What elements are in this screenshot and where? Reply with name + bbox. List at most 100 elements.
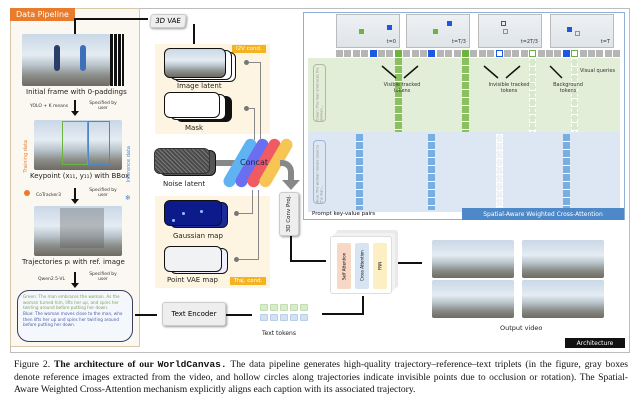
dit-block: Self Attention Cross Attention FNN <box>330 236 392 294</box>
initial-frame-image <box>22 34 110 86</box>
bbox-blue <box>88 121 110 165</box>
visual-token <box>537 50 545 57</box>
image-latent <box>164 48 226 78</box>
concat-output-arrowhead <box>282 180 300 190</box>
output-frame-1 <box>432 240 514 278</box>
connector-to-vae-h <box>74 18 148 20</box>
cloud-to-encoder-arrow <box>135 314 157 316</box>
text-token-blue <box>260 314 268 321</box>
noise-latent-label: Noise latent <box>163 180 206 188</box>
text-token-green <box>300 304 308 311</box>
person-man <box>54 45 60 71</box>
mask-label: Mask <box>185 124 204 132</box>
visual-token <box>394 50 402 57</box>
invisible-green-column <box>571 58 579 132</box>
blue-caption: Blue: The woman moves close to the man, … <box>23 311 123 328</box>
visual-token <box>596 50 604 57</box>
inference-gear-icon: ❄ <box>125 194 131 202</box>
invisible-green-column <box>529 58 537 132</box>
encoder-to-tokens-arrow <box>226 314 252 316</box>
wire-pointvae-v <box>258 190 259 260</box>
side-caption-blue: Blue: The woman moves close to the man..… <box>313 140 326 204</box>
frame-blue-square <box>567 27 572 32</box>
blue-token-column <box>428 134 436 210</box>
text-token-blue <box>270 314 278 321</box>
invisible-tokens-label: Invisible tracked tokens <box>488 82 530 94</box>
visual-token <box>462 50 469 57</box>
image-latent-port <box>244 60 249 65</box>
visual-token <box>487 50 495 57</box>
visual-token <box>453 50 461 57</box>
ffn-block: FNN <box>373 243 387 289</box>
wire-mask-v <box>254 108 255 140</box>
blue-token-column <box>562 134 570 210</box>
prompt-pairs-label: Prompt key-value pairs <box>312 211 376 217</box>
visual-token <box>352 50 360 57</box>
caption-cloud: Green: The man embraces the woman. As th… <box>17 290 133 342</box>
frame-time-label: t=T <box>600 39 610 45</box>
transition-left-3: Qwen2.5-VL <box>38 277 65 282</box>
i2v-cond-tag: I2V cond. <box>232 45 266 53</box>
text-token-blue <box>300 314 308 321</box>
wire-pointvae-h <box>238 259 258 260</box>
transition-right-3: Specified by user <box>89 272 117 283</box>
green-token-column <box>462 58 469 132</box>
image-latent-label: Image latent <box>177 82 222 90</box>
frame-hollow-green-square <box>575 31 580 36</box>
pointer-arrows <box>381 65 563 79</box>
concat-output-arrow <box>280 160 294 180</box>
gaussian-map <box>164 200 222 226</box>
pointer-invisible-1 <box>483 65 499 79</box>
output-video-label: Output video <box>500 324 543 332</box>
conv-proj-box: 3D Conv Proj. <box>279 192 299 236</box>
architecture-tag: Architecture <box>565 338 625 348</box>
side-caption-green-text: Green: The man embraces the woman... <box>315 67 324 121</box>
gaussian-port <box>234 211 239 216</box>
gaussian-point-3 <box>172 219 175 222</box>
arrow-down-2 <box>71 188 79 204</box>
conv-proj-label: 3D Conv Proj. <box>286 195 292 233</box>
dit-to-output-arrow <box>398 262 422 264</box>
pointer-invisible-2 <box>505 65 521 79</box>
visual-token <box>554 50 562 57</box>
transition-right-1: Specified by user <box>89 101 117 112</box>
visual-token <box>428 50 436 57</box>
keypoint-frame-image <box>34 120 122 170</box>
zero-padding <box>110 34 124 86</box>
cross-attention-title: Spatial-Aware Weighted Cross-Attention <box>462 208 624 220</box>
arrow-down-3 <box>71 272 79 288</box>
pointer-visible-2 <box>403 65 419 79</box>
pointer-background <box>549 65 563 79</box>
wire-mask-h <box>248 108 254 109</box>
trajectory-frame-image <box>34 206 122 256</box>
visual-token <box>420 50 427 57</box>
frame-blue-square <box>387 25 392 30</box>
point-vae-map <box>164 246 222 272</box>
visual-token <box>546 50 553 57</box>
background-tokens-label: Background tokens <box>553 82 583 94</box>
visual-token <box>378 50 385 57</box>
side-caption-blue-text: Blue: The woman moves close to the man..… <box>315 145 324 203</box>
text-token-green <box>270 304 278 311</box>
concat-label: Concat <box>240 158 268 167</box>
noise-latent <box>154 148 210 174</box>
text-token-blue <box>290 314 298 321</box>
caption-bold-intro: The architecture of our <box>54 359 154 370</box>
frame-hollow-green-square <box>503 29 508 34</box>
cross-attention-block: Cross Attention <box>355 243 369 289</box>
visual-token <box>361 50 369 57</box>
caption-prefix: Figure 2. <box>14 359 51 370</box>
visual-token <box>436 50 444 57</box>
visual-token <box>562 50 570 57</box>
self-attention-block: Self Attention <box>337 243 351 289</box>
text-token-blue <box>280 314 288 321</box>
frame-green-square <box>433 29 438 34</box>
figure-caption: Figure 2. The architecture of our WorldC… <box>14 359 628 397</box>
reference-gray-box <box>60 208 104 248</box>
text-token-green <box>260 304 268 311</box>
connector-to-vae <box>74 18 76 34</box>
step-label-trajectories: Trajectories pᵢ with ref. image <box>22 258 125 266</box>
output-frame-3 <box>432 280 514 318</box>
visual-token <box>520 50 528 57</box>
gaussian-map-label: Gaussian map <box>173 232 223 240</box>
